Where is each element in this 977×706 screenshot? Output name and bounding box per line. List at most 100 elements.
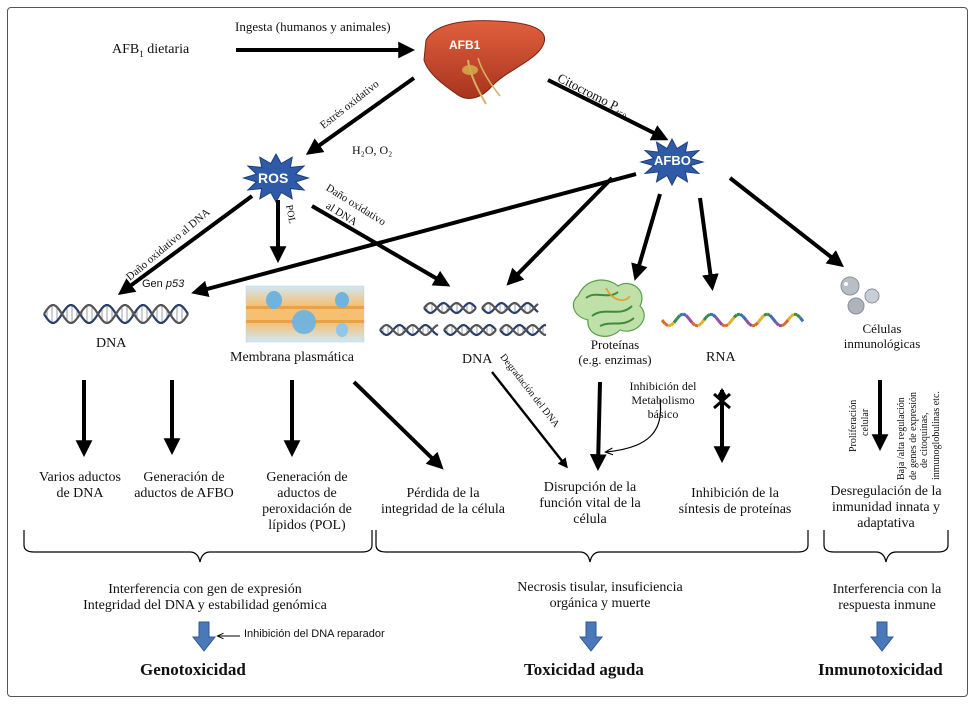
- rna-segment: [660, 319, 667, 325]
- brace-genotoxicidad: [23, 530, 373, 563]
- rna-segment: [732, 313, 739, 319]
- dna-helix-group-middle: [379, 301, 547, 337]
- protein-illustration: [572, 279, 645, 337]
- rna-segment: [748, 322, 753, 328]
- rna-segment: [664, 322, 669, 328]
- rna-segment: [763, 312, 768, 317]
- membrane-illustration: [245, 285, 365, 343]
- dna-helix-mid-1: [423, 301, 477, 315]
- rna-segment: [753, 321, 760, 327]
- immune-cells-illustration: [840, 276, 880, 315]
- label-afbo: AFBO: [654, 153, 691, 168]
- top-arrows: [236, 41, 669, 155]
- outcome-inhibicion-reparador: Inhibición del DNA reparador: [244, 628, 385, 640]
- outcome-toxicidad-aguda: Toxicidad aguda: [524, 660, 644, 679]
- rna-segment: [739, 312, 744, 318]
- label-rna: RNA: [706, 350, 736, 365]
- rna-segment: [744, 319, 751, 325]
- rna-segment: [714, 316, 721, 323]
- label-ingesta: Ingesta (humanos y animales): [235, 19, 391, 34]
- rna-segment: [798, 316, 805, 323]
- rna-inhibition-cross: [713, 392, 731, 410]
- rna-segment: [697, 322, 702, 328]
- label-ros: ROS: [258, 170, 289, 186]
- arrow-proteinas-disrupcion: [589, 381, 607, 472]
- rna-segment: [726, 320, 733, 326]
- brace-inmunotoxicidad: [823, 530, 949, 563]
- label-membrana: Membrana plasmática: [230, 350, 355, 365]
- rna-segment: [687, 317, 694, 324]
- rna-segment: [786, 315, 793, 321]
- arrow-ros-dna-mid: [310, 204, 451, 287]
- arrow-estres: [305, 76, 416, 155]
- rna-segment: [721, 323, 726, 328]
- label-dna-mid: DNA: [462, 352, 493, 367]
- arrow-degradacion-dna: [491, 371, 568, 469]
- rna-segment: [702, 315, 709, 321]
- diagram-frame: [7, 7, 968, 697]
- arrow-citocromo: [547, 78, 669, 141]
- dna-helix-mid-4: [443, 323, 497, 337]
- rna-segment: [711, 313, 718, 319]
- dna-helix-left-strand: [43, 304, 189, 324]
- rna-segment: [756, 317, 763, 324]
- outcome-genotoxicidad: Genotoxicidad: [140, 660, 246, 679]
- rna-segment: [669, 321, 676, 327]
- label-dna-left: DNA: [96, 336, 127, 351]
- rna-segment: [717, 320, 724, 326]
- label-afb1-dietaria: AFB1 dietaria: [112, 42, 190, 59]
- brace-toxicidad-aguda: [375, 530, 809, 563]
- dna-helix-left: [43, 304, 189, 324]
- rna-segment: [706, 312, 711, 318]
- arrow-afbo-proteinas: [631, 193, 662, 281]
- arrow-afbo-dna-mid: [506, 176, 614, 286]
- rna-segment: [768, 314, 775, 320]
- arrow-inhibicion-metabolismo: [606, 399, 662, 452]
- arrow-membrana-perdida: [352, 380, 444, 470]
- effect-arrows: [75, 380, 889, 472]
- dna-helix-mid-5: [499, 323, 547, 337]
- rna-segment: [741, 315, 748, 321]
- rna-segment: [781, 322, 786, 328]
- dna-helix-mid-3: [379, 323, 439, 337]
- block-arrow-inmunotoxicidad: [869, 621, 895, 652]
- rna-segment: [699, 319, 706, 325]
- ros-arrows: [117, 194, 451, 295]
- rna-segment: [672, 317, 679, 324]
- arrow-afbo-celulas: [728, 176, 844, 268]
- label-h2o-o2: H₂O, O₂: [352, 143, 393, 157]
- rna-segment: [766, 312, 771, 317]
- rna-segment: [759, 314, 766, 320]
- block-arrow-genotoxicidad: [191, 621, 217, 652]
- label-gen-p53: Gen p53: [142, 278, 185, 290]
- block-arrows: [191, 621, 895, 652]
- label-afb1-liver: AFB1: [449, 38, 481, 52]
- rna-segment: [774, 321, 781, 327]
- afbo-starburst: [639, 137, 705, 187]
- liver-illustration: [423, 20, 546, 105]
- rna-segment: [724, 323, 729, 328]
- rna-segment: [684, 314, 691, 320]
- rna-segment: [690, 321, 697, 327]
- rna-segment: [783, 319, 790, 325]
- rna-segment: [795, 313, 802, 319]
- rna-inhibition-up-tip: [716, 388, 728, 398]
- arrow-ros-dna-left: [117, 194, 254, 295]
- arrow-afbo-dna-left: [191, 172, 637, 298]
- rna-segment: [675, 314, 682, 320]
- block-arrow-toxicidad: [578, 621, 604, 652]
- rna-segment: [682, 312, 687, 317]
